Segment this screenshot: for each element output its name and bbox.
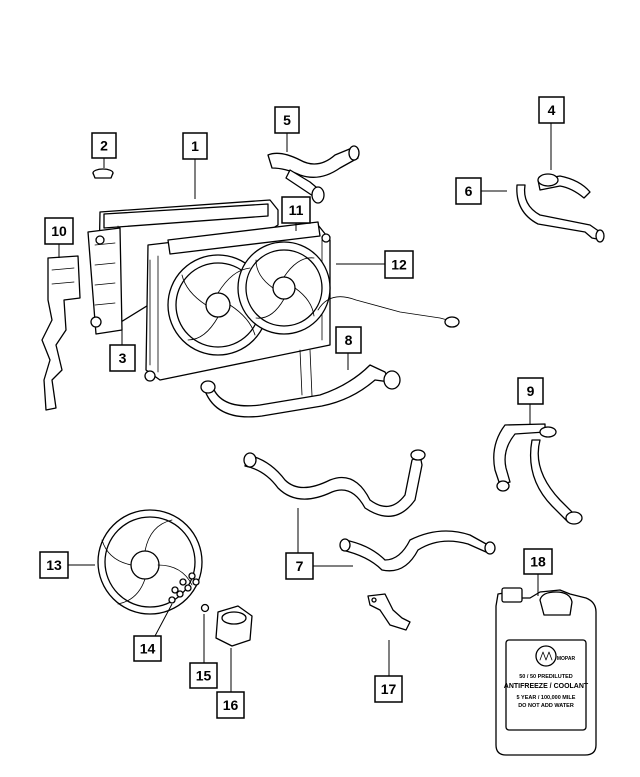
callout-18: 18 xyxy=(523,548,553,575)
jug-line2-label: ANTIFREEZE / COOLANT xyxy=(504,683,589,690)
lower-hoses-part xyxy=(243,449,496,572)
hose-8-part xyxy=(200,296,460,418)
svg-text:4: 4 xyxy=(548,102,556,118)
callout-6: 6 xyxy=(455,177,482,205)
callout-15: 15 xyxy=(189,662,218,689)
svg-text:8: 8 xyxy=(345,332,353,348)
svg-text:1: 1 xyxy=(191,138,199,154)
svg-text:15: 15 xyxy=(196,668,212,684)
svg-text:12: 12 xyxy=(391,257,407,273)
nut-part xyxy=(200,603,210,613)
callout-14: 14 xyxy=(133,635,162,662)
svg-text:14: 14 xyxy=(140,641,156,657)
svg-text:17: 17 xyxy=(381,681,397,697)
callout-4: 4 xyxy=(538,96,565,124)
svg-text:11: 11 xyxy=(289,202,304,218)
callout-13: 13 xyxy=(39,551,69,579)
svg-text:10: 10 xyxy=(51,223,67,239)
upper-hose-part xyxy=(267,145,360,204)
callout-7: 7 xyxy=(285,552,314,580)
fan-blade-part xyxy=(97,509,203,615)
fan-shroud-assembly-part xyxy=(144,221,331,382)
jug-line1-label: 50 / 50 PREDILUTED xyxy=(519,674,573,680)
callout-1: 1 xyxy=(182,132,208,160)
radiator-cap-part xyxy=(92,168,114,179)
svg-text:18: 18 xyxy=(530,554,546,570)
svg-text:7: 7 xyxy=(296,558,304,574)
jug-line3-label: 5 YEAR / 100,000 MILE xyxy=(517,695,576,701)
callout-2: 2 xyxy=(91,132,117,159)
leader-lines xyxy=(58,123,552,692)
bolts-part xyxy=(168,572,200,604)
callout-11: 11 xyxy=(281,196,311,224)
svg-text:5: 5 xyxy=(283,112,291,128)
fan-motor-part xyxy=(215,605,253,647)
svg-text:9: 9 xyxy=(527,383,535,399)
jug-brand-label: MOPAR xyxy=(557,656,576,662)
callout-10: 10 xyxy=(44,217,74,245)
jug-line4-label: DO NOT ADD WATER xyxy=(518,703,574,709)
svg-text:13: 13 xyxy=(46,557,62,573)
svg-text:6: 6 xyxy=(465,183,473,199)
callout-3: 3 xyxy=(109,344,136,372)
coolant-jug-part: MOPAR 50 / 50 PREDILUTED ANTIFREEZE / CO… xyxy=(495,587,597,756)
callout-9: 9 xyxy=(517,377,544,405)
air-deflector-part xyxy=(41,255,81,411)
callout-5: 5 xyxy=(274,106,300,134)
callout-16: 16 xyxy=(216,691,245,719)
svg-text:3: 3 xyxy=(119,350,127,366)
bracket-part xyxy=(367,593,411,631)
hose-9-part xyxy=(493,423,583,525)
callout-17: 17 xyxy=(374,675,403,703)
callout-12: 12 xyxy=(384,250,414,279)
callout-8: 8 xyxy=(335,326,362,354)
svg-text:2: 2 xyxy=(100,138,108,154)
hose-with-clamp-part xyxy=(516,173,605,243)
svg-text:16: 16 xyxy=(223,697,239,713)
